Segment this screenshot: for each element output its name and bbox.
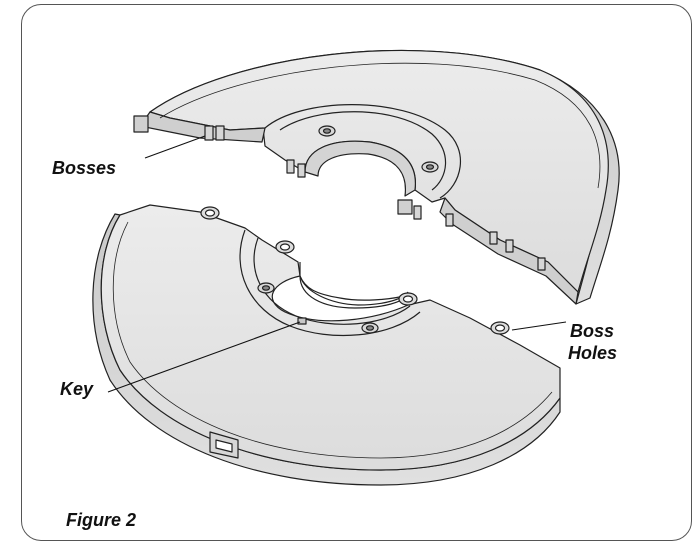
key-leader [107,321,301,393]
bosses-leader [144,135,206,159]
figure-frame [21,4,692,541]
boss-holes-leader [511,321,567,331]
upper-cover-half [133,49,620,305]
leader-lines [107,135,567,393]
boss-holes-label-line1: Boss [570,321,615,341]
lower-cover-half [92,204,561,486]
key-label: Key [60,379,94,399]
bosses-label: Bosses [52,158,117,178]
boss-holes-label-line2: Holes [568,343,618,363]
figure-caption: Figure 2 [66,510,137,530]
